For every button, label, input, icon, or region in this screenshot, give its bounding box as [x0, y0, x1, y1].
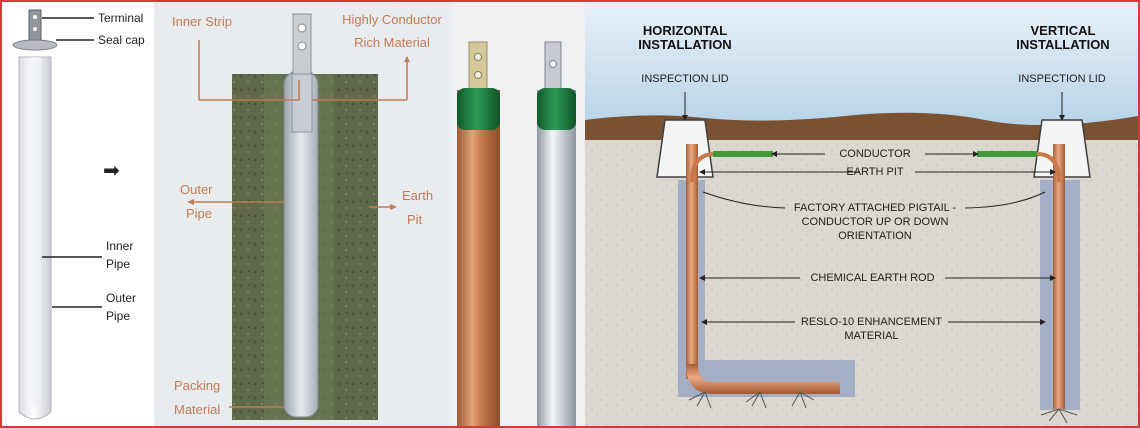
panel-pipe-cross-section: Terminal Seal cap ➡ Inner Pipe Outer Pip… — [2, 2, 154, 426]
label-highly-conductor-2: Rich Material — [354, 35, 430, 50]
label-inspection-lid-left: INSPECTION LID — [641, 73, 729, 85]
label-outer-pipe-2: Pipe — [106, 309, 131, 323]
title-vertical-1: VERTICAL — [1030, 23, 1096, 38]
label-pigtail-3: ORIENTATION — [838, 230, 912, 242]
label-outer-pipe-1: Outer — [180, 182, 213, 197]
label-earth-pit: EARTH PIT — [846, 166, 904, 178]
rod-photos-illustration — [457, 41, 576, 426]
label-chemical-rod: CHEMICAL EARTH ROD — [810, 272, 935, 284]
title-vertical-2: INSTALLATION — [1016, 37, 1110, 52]
panel-installation-diagram: HORIZONTAL INSTALLATION VERTICAL INSTALL… — [585, 2, 1138, 426]
earth-pit-illustration — [187, 13, 410, 420]
label-packing-material-1: Packing — [174, 378, 221, 393]
label-inner-strip: Inner Strip — [172, 14, 232, 29]
installation-illustration — [585, 2, 1138, 426]
label-pigtail-1: FACTORY ATTACHED PIGTAIL - — [793, 202, 957, 214]
label-outer-pipe-2: Pipe — [186, 206, 213, 221]
label-inspection-lid-right: INSPECTION LID — [1018, 73, 1106, 85]
label-highly-conductor-1: Highly Conductor — [342, 12, 442, 27]
label-packing-material-2: Material — [174, 402, 221, 417]
title-horizontal-1: HORIZONTAL — [642, 23, 728, 38]
label-reslo-2: MATERIAL — [844, 330, 899, 342]
arrow-right-icon: ➡ — [103, 160, 120, 182]
label-pigtail-2: CONDUCTOR UP OR DOWN — [801, 216, 949, 228]
panel-rod-photos — [452, 2, 585, 426]
label-conductor: CONDUCTOR — [839, 148, 911, 160]
label-inner-pipe-1: Inner — [106, 239, 134, 253]
label-inner-pipe-2: Pipe — [106, 257, 131, 271]
label-earth-pit-1: Earth — [402, 188, 434, 203]
title-horizontal-2: INSTALLATION — [638, 37, 732, 52]
label-terminal: Terminal — [98, 11, 144, 25]
label-earth-pit-2: Pit — [407, 212, 423, 227]
label-reslo-1: RESLO-10 ENHANCEMENT — [800, 316, 943, 328]
label-seal-cap: Seal cap — [98, 33, 145, 47]
panel-earth-pit-section: Inner Strip Highly Conductor Rich Materi… — [154, 2, 452, 426]
pipe-illustration — [12, 9, 102, 420]
label-outer-pipe-1: Outer — [106, 291, 137, 305]
